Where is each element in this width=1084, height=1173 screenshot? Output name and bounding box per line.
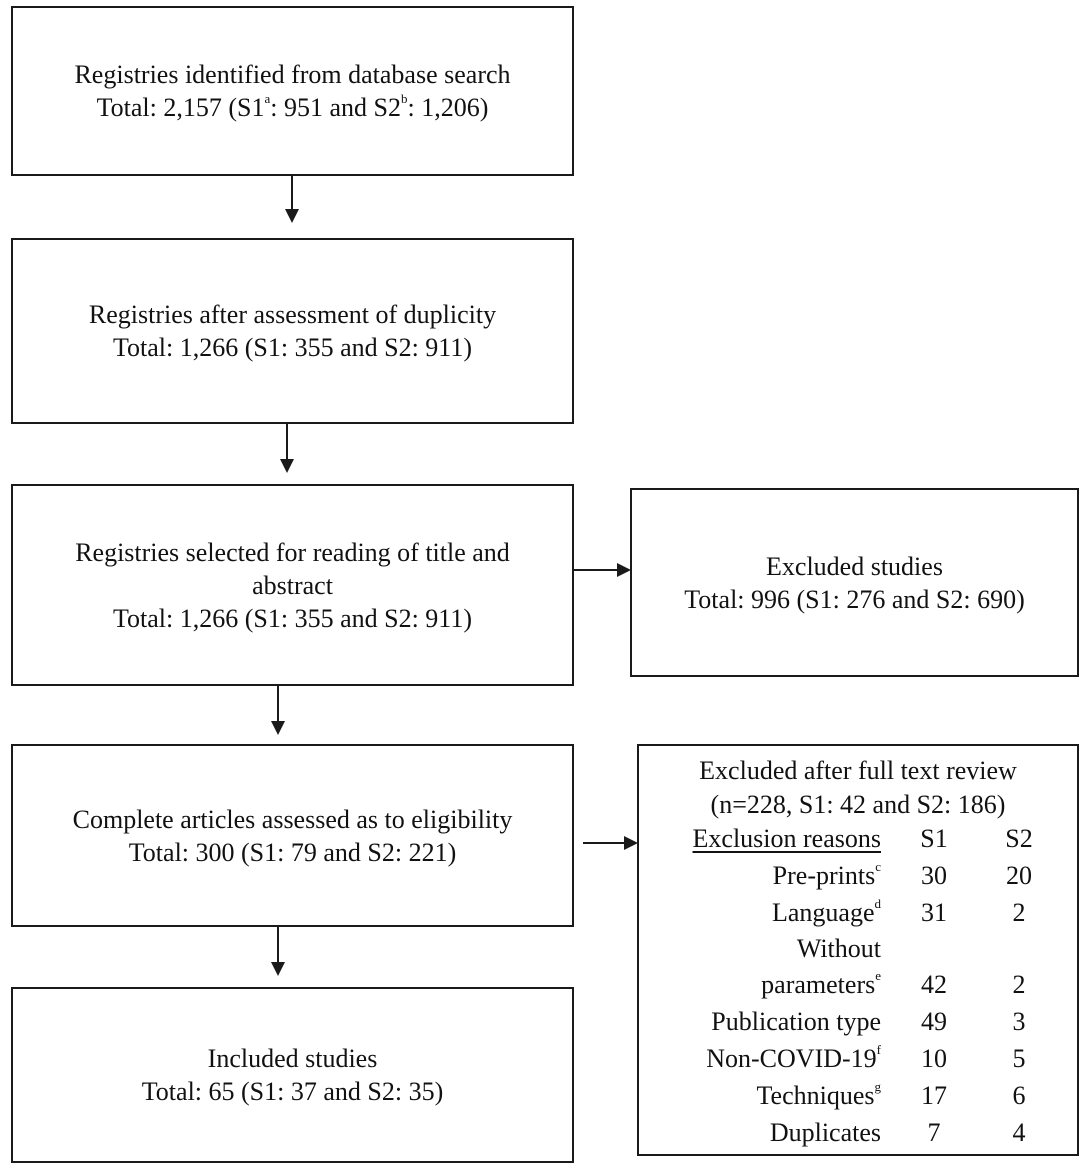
identified-title: Registries identified from database sear… bbox=[74, 60, 511, 89]
excluded-title: Excluded studies bbox=[766, 551, 943, 581]
arrow-3-head bbox=[617, 563, 631, 577]
reason-s2-value: 4 bbox=[1012, 1118, 1026, 1147]
table-row: Languaged 31 2 bbox=[639, 896, 1077, 934]
reason-s2-value: 3 bbox=[1012, 1007, 1026, 1036]
eligibility-total: Total: 300 (S1: 79 and S2: 221) bbox=[128, 837, 457, 867]
exclusion-reasons-heading: Exclusion reasons bbox=[692, 824, 881, 853]
reason-s1-value: 30 bbox=[921, 861, 947, 890]
footnote-e: e bbox=[875, 968, 881, 984]
reason-s2-value: 6 bbox=[1012, 1081, 1026, 1110]
selected-total: Total: 1,266 (S1: 355 and S2: 911) bbox=[112, 603, 473, 633]
arrow-1-line bbox=[291, 176, 293, 210]
arrow-3-line bbox=[574, 569, 618, 571]
footnote-g: g bbox=[874, 1079, 882, 1095]
selected-title-line2: abstract bbox=[252, 570, 333, 600]
reason-s2-value: 2 bbox=[1012, 970, 1026, 999]
box-included-studies: Included studies Total: 65 (S1: 37 and S… bbox=[11, 987, 574, 1163]
reason-s1-value: 10 bbox=[921, 1044, 947, 1073]
full-text-exclusion-title: Excluded after full text review bbox=[699, 756, 1017, 785]
reason-s1-value: 49 bbox=[921, 1007, 947, 1036]
arrow-4-line bbox=[277, 686, 279, 722]
column-s2-heading: S2 bbox=[1005, 824, 1033, 853]
box-records-identified: Registries identified from database sear… bbox=[11, 6, 574, 176]
arrow-5-line bbox=[583, 842, 625, 844]
reason-s2-value: 5 bbox=[1012, 1044, 1026, 1073]
box-eligibility-assessment: Complete articles assessed as to eligibi… bbox=[11, 744, 574, 927]
table-row: parameterse 42 2 bbox=[639, 968, 1077, 1006]
reason-label: Publication type bbox=[711, 1007, 881, 1036]
table-row: Duplicates 7 4 bbox=[639, 1118, 1077, 1154]
reason-s2-value: 2 bbox=[1012, 898, 1026, 927]
full-text-exclusion-subtitle: (n=228, S1: 42 and S2: 186) bbox=[710, 790, 1006, 819]
reason-s1-value: 31 bbox=[921, 898, 947, 927]
arrow-6-line bbox=[277, 927, 279, 963]
reason-label: parameters bbox=[761, 970, 876, 999]
reason-label: Non-COVID-19 bbox=[706, 1044, 877, 1073]
excluded-total: Total: 996 (S1: 276 and S2: 690) bbox=[684, 584, 1025, 614]
column-s1-heading: S1 bbox=[920, 824, 948, 853]
table-row: Publication type 49 3 bbox=[639, 1007, 1077, 1043]
box-full-text-exclusion: Excluded after full text review (n=228, … bbox=[637, 744, 1079, 1156]
reason-s1-value: 7 bbox=[927, 1118, 941, 1147]
included-title: Included studies bbox=[207, 1044, 378, 1073]
table-row: Without bbox=[639, 934, 1077, 970]
table-row: Pre-printsc 30 20 bbox=[639, 859, 1077, 897]
reason-s1-value: 17 bbox=[921, 1081, 947, 1110]
arrow-5-head bbox=[624, 836, 638, 850]
box-after-duplicity: Registries after assessment of duplicity… bbox=[11, 238, 574, 424]
arrow-1-head bbox=[285, 209, 299, 223]
full-text-exclusion-header: Excluded after full text review (n=228, … bbox=[639, 754, 1077, 822]
footnote-b: b bbox=[401, 91, 408, 107]
arrow-2-line bbox=[286, 424, 288, 460]
box-title-abstract-reading: Registries selected for reading of title… bbox=[11, 484, 574, 686]
eligibility-title: Complete articles assessed as to eligibi… bbox=[72, 804, 513, 834]
reason-label: Language bbox=[771, 898, 875, 927]
selected-title-line1: Registries selected for reading of title… bbox=[75, 537, 510, 567]
box-excluded-studies: Excluded studies Total: 996 (S1: 276 and… bbox=[630, 488, 1079, 677]
duplicity-title: Registries after assessment of duplicity bbox=[88, 300, 497, 329]
reason-label: Pre-prints bbox=[772, 861, 876, 890]
footnote-c: c bbox=[875, 859, 881, 875]
footnote-d: d bbox=[874, 896, 882, 912]
arrow-2-head bbox=[280, 459, 294, 473]
table-row: Techniquesg 17 6 bbox=[639, 1079, 1077, 1117]
reason-s1-value: 42 bbox=[921, 970, 947, 999]
duplicity-total: Total: 1,266 (S1: 355 and S2: 911) bbox=[112, 333, 473, 362]
exclusion-reasons-header-row: Exclusion reasons S1 S2 bbox=[639, 824, 1077, 860]
identified-total: Total: 2,157 (S1a: 951 and S2b: 1,206) bbox=[96, 91, 489, 122]
reason-label: Duplicates bbox=[769, 1118, 881, 1147]
footnote-a: a bbox=[264, 91, 271, 107]
included-total: Total: 65 (S1: 37 and S2: 35) bbox=[141, 1077, 444, 1106]
reason-s2-value: 20 bbox=[1006, 861, 1032, 890]
arrow-6-head bbox=[271, 962, 285, 976]
reason-label: Techniques bbox=[756, 1081, 875, 1110]
footnote-f: f bbox=[876, 1042, 881, 1058]
table-row: Non-COVID-19f 10 5 bbox=[639, 1042, 1077, 1080]
arrow-4-head bbox=[271, 721, 285, 735]
reason-label-line1: Without bbox=[796, 934, 881, 963]
